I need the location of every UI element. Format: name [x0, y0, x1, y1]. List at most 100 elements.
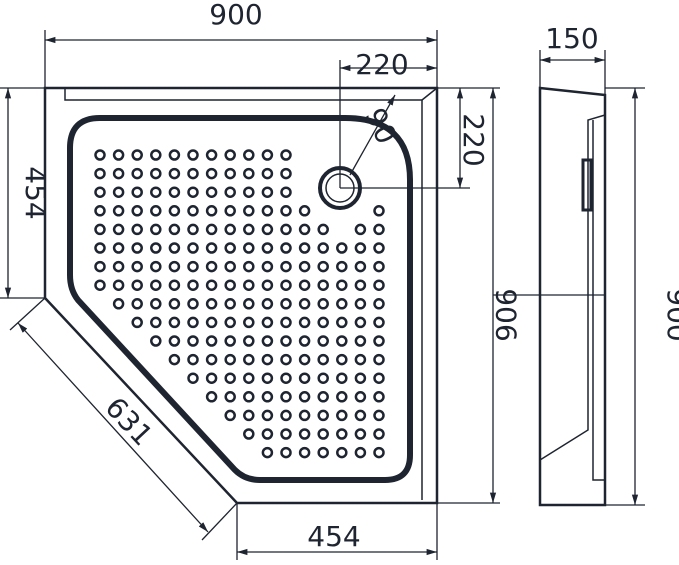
anti-slip-dot: [168, 260, 181, 273]
anti-slip-dot: [94, 260, 106, 273]
anti-slip-dot: [112, 186, 125, 198]
anti-slip-dot: [317, 298, 329, 310]
anti-slip-dot: [373, 260, 385, 273]
anti-slip-dot: [354, 409, 367, 422]
anti-slip-dot: [112, 167, 125, 180]
anti-slip-dot: [150, 149, 162, 161]
anti-slip-dot: [261, 223, 274, 236]
dim-bottom-edge: 454: [307, 520, 360, 553]
anti-slip-dot: [131, 260, 143, 273]
anti-slip-dot: [224, 298, 236, 310]
anti-slip-dot: [280, 242, 292, 254]
anti-slip-dot: [168, 353, 181, 366]
anti-slip-dot: [168, 205, 181, 217]
anti-slip-dot: [243, 353, 255, 366]
anti-slip-dot: [112, 223, 125, 236]
anti-slip-dot: [280, 260, 292, 273]
anti-slip-dot: [94, 167, 106, 180]
anti-slip-dot: [280, 353, 292, 366]
anti-slip-dot: [131, 149, 143, 161]
anti-slip-dot: [243, 223, 255, 236]
anti-slip-dot: [187, 167, 199, 180]
anti-slip-dot: [131, 316, 143, 329]
anti-slip-dot: [187, 316, 199, 329]
anti-slip-dot: [354, 298, 367, 310]
anti-slip-dot: [205, 316, 218, 329]
anti-slip-dot: [205, 298, 218, 310]
anti-slip-dot: [168, 167, 181, 180]
anti-slip-dot: [243, 372, 255, 384]
anti-slip-dots: [94, 149, 385, 459]
anti-slip-dot: [317, 353, 329, 366]
anti-slip-dot: [354, 279, 367, 291]
anti-slip-dot: [261, 205, 274, 217]
anti-slip-dot: [261, 391, 274, 403]
anti-slip-dot: [205, 149, 218, 161]
anti-slip-dot: [168, 279, 181, 291]
anti-slip-dot: [243, 391, 255, 403]
anti-slip-dot: [187, 335, 199, 347]
anti-slip-dot: [187, 372, 199, 384]
anti-slip-dot: [373, 335, 385, 347]
anti-slip-dot: [131, 298, 143, 310]
anti-slip-dot: [298, 409, 311, 422]
anti-slip-dot: [224, 409, 236, 422]
anti-slip-dot: [280, 186, 292, 198]
anti-slip-dot: [243, 149, 255, 161]
anti-slip-dot: [94, 223, 106, 236]
anti-slip-dot: [150, 335, 162, 347]
anti-slip-dot: [224, 223, 236, 236]
anti-slip-dot: [261, 335, 274, 347]
anti-slip-dot: [168, 298, 181, 310]
anti-slip-dot: [317, 335, 329, 347]
dim-overall-depth: 906: [490, 288, 523, 341]
anti-slip-dot: [298, 428, 311, 440]
anti-slip-dot: [280, 446, 292, 459]
anti-slip-dot: [187, 186, 199, 198]
anti-slip-dot: [224, 186, 236, 198]
anti-slip-dot: [298, 335, 311, 347]
anti-slip-dot: [336, 428, 348, 440]
anti-slip-dot: [354, 353, 367, 366]
anti-slip-dot: [354, 223, 367, 236]
anti-slip-dot: [205, 353, 218, 366]
anti-slip-dot: [224, 260, 236, 273]
anti-slip-dot: [187, 205, 199, 217]
anti-slip-dot: [373, 446, 385, 459]
anti-slip-dot: [224, 372, 236, 384]
anti-slip-dot: [280, 391, 292, 403]
dim-side-height: 150: [545, 22, 598, 55]
anti-slip-dot: [336, 242, 348, 254]
anti-slip-dot: [205, 167, 218, 180]
tray-top-view: [43, 86, 439, 505]
anti-slip-dot: [298, 446, 311, 459]
anti-slip-dot: [131, 167, 143, 180]
anti-slip-dot: [205, 372, 218, 384]
anti-slip-dot: [243, 428, 255, 440]
anti-slip-dot: [373, 316, 385, 329]
anti-slip-dot: [280, 149, 292, 161]
anti-slip-dot: [150, 260, 162, 273]
anti-slip-dot: [243, 335, 255, 347]
anti-slip-dot: [205, 260, 218, 273]
anti-slip-dot: [131, 242, 143, 254]
anti-slip-dot: [168, 335, 181, 347]
anti-slip-dot: [243, 167, 255, 180]
anti-slip-dot: [150, 167, 162, 180]
anti-slip-dot: [112, 298, 125, 310]
anti-slip-dot: [150, 186, 162, 198]
anti-slip-dot: [373, 391, 385, 403]
anti-slip-dot: [298, 279, 311, 291]
anti-slip-dot: [168, 316, 181, 329]
anti-slip-dot: [298, 205, 311, 217]
anti-slip-dot: [280, 316, 292, 329]
anti-slip-dot: [373, 298, 385, 310]
anti-slip-dot: [187, 298, 199, 310]
anti-slip-dot: [94, 242, 106, 254]
anti-slip-dot: [243, 409, 255, 422]
anti-slip-dot: [131, 205, 143, 217]
anti-slip-dot: [336, 335, 348, 347]
anti-slip-dot: [205, 242, 218, 254]
anti-slip-dot: [243, 260, 255, 273]
anti-slip-dot: [187, 353, 199, 366]
